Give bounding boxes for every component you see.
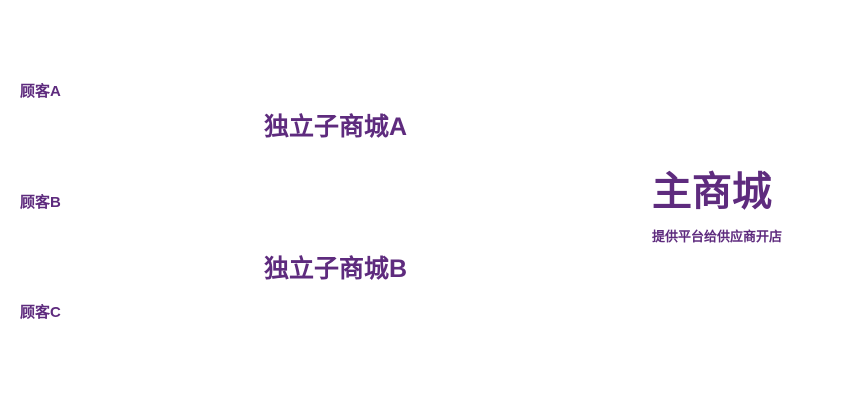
main-mall-title: 主商城 <box>652 170 772 214</box>
main-mall-block: 主商城 提供平台给供应商开店 <box>652 170 782 245</box>
submall-a-label: 独立子商城A <box>264 113 408 141</box>
customer-b-label: 顾客B <box>20 194 61 211</box>
submall-b-label: 独立子商城B <box>264 255 408 283</box>
main-mall-subtitle: 提供平台给供应商开店 <box>652 229 783 244</box>
customer-c-label: 顾客C <box>20 304 61 321</box>
customer-a-label: 顾客A <box>20 83 61 100</box>
